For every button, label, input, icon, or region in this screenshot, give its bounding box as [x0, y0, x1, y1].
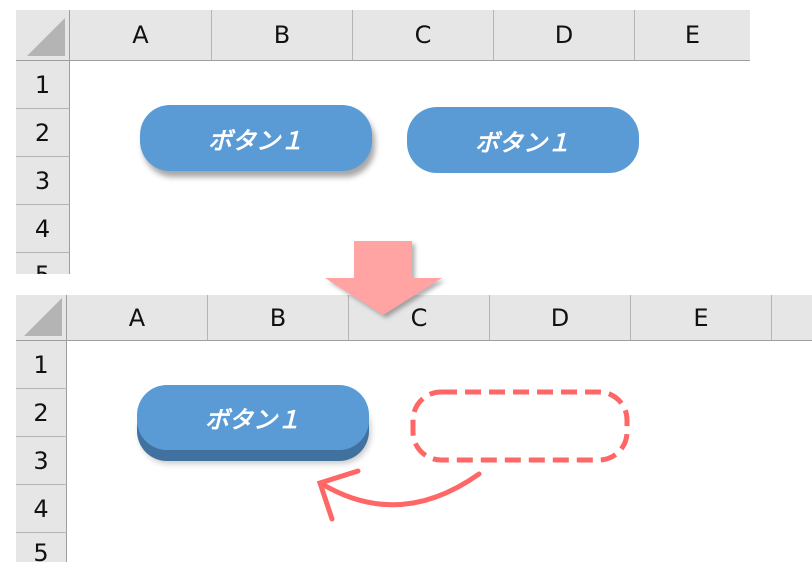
column-header-f[interactable] — [772, 295, 812, 341]
curved-return-arrow-icon — [316, 468, 482, 522]
column-header-a[interactable]: A — [70, 10, 212, 61]
row-header-4[interactable]: 4 — [16, 205, 70, 253]
row-header-1[interactable]: 1 — [16, 341, 67, 389]
select-all-corner[interactable] — [16, 295, 67, 341]
row-header-2[interactable]: 2 — [16, 109, 70, 157]
row-header-5[interactable]: 5 — [16, 533, 67, 562]
row-header-3[interactable]: 3 — [16, 157, 70, 205]
empty-button-placeholder-outline — [410, 389, 630, 463]
column-header-b[interactable]: B — [208, 295, 349, 341]
column-header-e[interactable]: E — [631, 295, 772, 341]
pressed-3d-button[interactable]: ボタン１ — [137, 385, 369, 450]
column-header-c[interactable]: C — [353, 10, 494, 61]
row-header-1[interactable]: 1 — [16, 61, 70, 109]
column-header-d[interactable]: D — [490, 295, 631, 341]
select-all-corner[interactable] — [16, 10, 70, 61]
shadowed-button[interactable]: ボタン１ — [140, 105, 372, 171]
flat-button[interactable]: ボタン１ — [407, 107, 639, 173]
row-header-4[interactable]: 4 — [16, 485, 67, 533]
spreadsheet-before: A B C D E 1 2 3 4 5 ボタン１ ボタン１ — [16, 10, 750, 274]
column-header-a[interactable]: A — [67, 295, 208, 341]
column-header-b[interactable]: B — [212, 10, 353, 61]
down-arrow-icon — [325, 241, 442, 315]
row-header-2[interactable]: 2 — [16, 389, 67, 437]
column-header-e[interactable]: E — [635, 10, 750, 61]
row-header-5[interactable]: 5 — [16, 253, 70, 274]
row-header-3[interactable]: 3 — [16, 437, 67, 485]
column-header-d[interactable]: D — [494, 10, 635, 61]
